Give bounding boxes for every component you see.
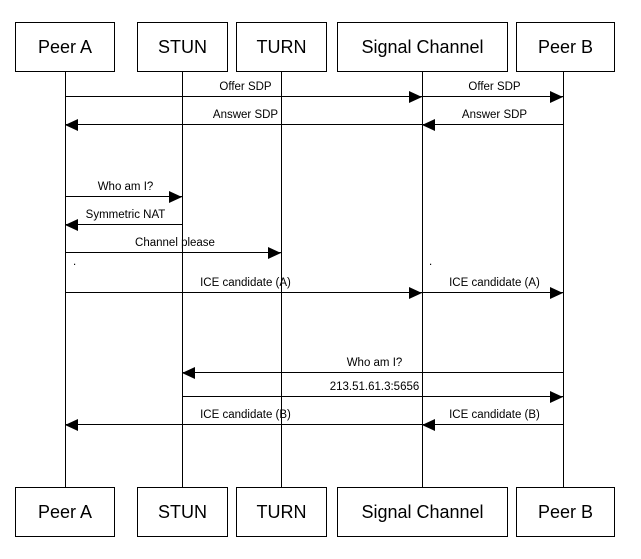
- message-label-stun-reply-ip: 213.51.61.3:5656: [329, 381, 420, 393]
- arrowhead-answer-sdp-b-to-signal: [422, 119, 435, 131]
- stray-mark-dot-near-peer-a: .: [73, 256, 77, 268]
- message-label-who-am-i-b-to-stun: Who am I?: [346, 357, 403, 369]
- message-line-ice-cand-a-to-signal: [65, 292, 422, 293]
- message-label-ice-cand-a-to-signal: ICE candidate (A): [200, 277, 291, 289]
- message-line-channel-please: [65, 252, 281, 253]
- arrowhead-offer-sdp-signal-to-b: [550, 91, 563, 103]
- header-participant-label: Peer B: [537, 37, 594, 57]
- header-participant-label: TURN: [256, 37, 307, 57]
- arrowhead-offer-sdp-a-to-signal: [409, 91, 422, 103]
- arrowhead-ice-cand-signal-to-b: [550, 287, 563, 299]
- message-line-symmetric-nat: [65, 224, 182, 225]
- message-label-symmetric-nat: Symmetric NAT: [85, 209, 166, 221]
- lifeline-stun: [182, 72, 183, 487]
- message-label-answer-sdp-signal-to-a: Answer SDP: [212, 109, 279, 121]
- message-line-offer-sdp-signal-to-b: [422, 96, 563, 97]
- footer-participant-label: STUN: [158, 502, 207, 522]
- arrowhead-ice-cand-b-to-signal: [422, 419, 435, 431]
- arrowhead-who-am-i-b-to-stun: [182, 367, 195, 379]
- message-label-answer-sdp-b-to-signal: Answer SDP: [461, 109, 528, 121]
- message-label-offer-sdp-signal-to-b: Offer SDP: [468, 81, 521, 93]
- message-line-offer-sdp-a-to-signal: [65, 96, 422, 97]
- stray-mark-dot-near-signal: .: [429, 256, 433, 268]
- footer-participant-signal-channel[interactable]: Signal Channel: [337, 487, 508, 537]
- message-line-ice-cand-b-to-signal: [422, 424, 563, 425]
- footer-participant-label: Signal Channel: [361, 502, 484, 522]
- header-participant-label: STUN: [158, 37, 207, 57]
- message-line-who-am-i-a-to-stun: [65, 196, 182, 197]
- header-participant-peer-b[interactable]: Peer B: [516, 22, 615, 72]
- message-label-ice-cand-signal-to-a: ICE candidate (B): [200, 409, 291, 421]
- message-line-answer-sdp-b-to-signal: [422, 124, 563, 125]
- message-line-ice-cand-signal-to-b: [422, 292, 563, 293]
- arrowhead-stun-reply-ip: [550, 391, 563, 403]
- lifeline-turn: [281, 72, 282, 487]
- arrowhead-answer-sdp-signal-to-a: [65, 119, 78, 131]
- message-label-who-am-i-a-to-stun: Who am I?: [97, 181, 154, 193]
- footer-participant-label: TURN: [256, 502, 307, 522]
- arrowhead-channel-please: [268, 247, 281, 259]
- header-participant-stun[interactable]: STUN: [137, 22, 228, 72]
- arrowhead-symmetric-nat: [65, 219, 78, 231]
- footer-participant-peer-b[interactable]: Peer B: [516, 487, 615, 537]
- lifeline-signal-channel: [422, 72, 423, 487]
- message-line-ice-cand-signal-to-a: [65, 424, 422, 425]
- footer-participant-label: Peer B: [537, 502, 594, 522]
- footer-participant-peer-a[interactable]: Peer A: [15, 487, 115, 537]
- message-line-stun-reply-ip: [182, 396, 563, 397]
- message-line-answer-sdp-signal-to-a: [65, 124, 422, 125]
- arrowhead-ice-cand-signal-to-a: [65, 419, 78, 431]
- arrowhead-ice-cand-a-to-signal: [409, 287, 422, 299]
- message-label-ice-cand-signal-to-b: ICE candidate (A): [449, 277, 540, 289]
- header-participant-turn[interactable]: TURN: [236, 22, 327, 72]
- lifeline-peer-a: [65, 72, 66, 487]
- header-participant-label: Peer A: [37, 37, 93, 57]
- header-participant-peer-a[interactable]: Peer A: [15, 22, 115, 72]
- footer-participant-stun[interactable]: STUN: [137, 487, 228, 537]
- message-label-ice-cand-b-to-signal: ICE candidate (B): [449, 409, 540, 421]
- footer-participant-label: Peer A: [37, 502, 93, 522]
- arrowhead-who-am-i-a-to-stun: [169, 191, 182, 203]
- message-label-offer-sdp-a-to-signal: Offer SDP: [219, 81, 272, 93]
- header-participant-signal-channel[interactable]: Signal Channel: [337, 22, 508, 72]
- message-line-who-am-i-b-to-stun: [182, 372, 563, 373]
- message-label-channel-please: Channel please: [135, 237, 215, 249]
- footer-participant-turn[interactable]: TURN: [236, 487, 327, 537]
- lifeline-peer-b: [563, 72, 564, 487]
- header-participant-label: Signal Channel: [361, 37, 484, 57]
